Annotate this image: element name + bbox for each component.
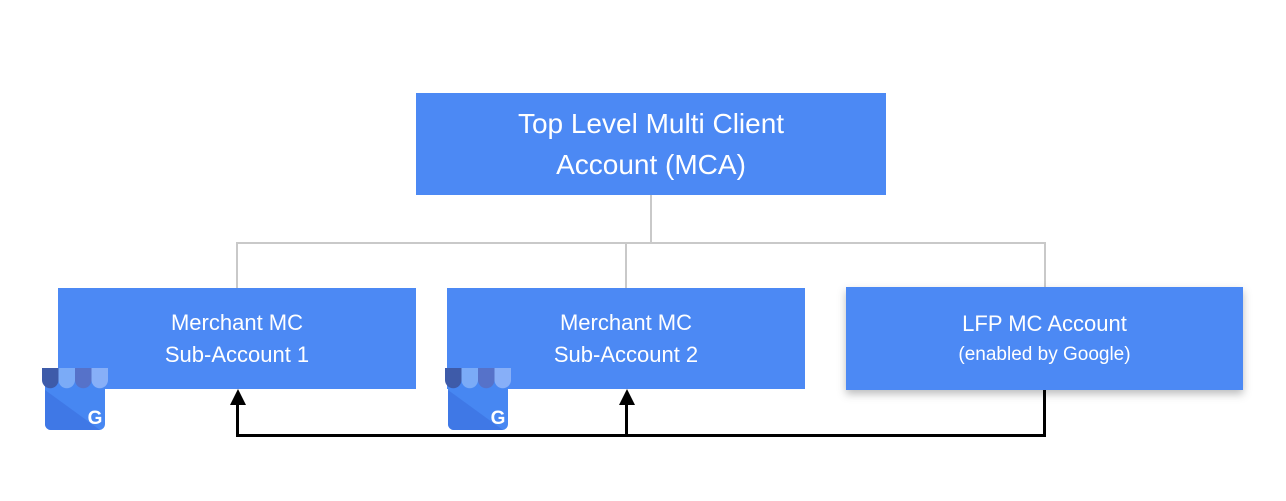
node-label-line: Sub-Account 2	[553, 341, 699, 367]
flow-connector-stem-sub1	[236, 403, 239, 437]
node-label-line: Account (MCA)	[556, 149, 746, 180]
tree-connector-rail	[236, 242, 1046, 244]
tree-connector-drop-sub2	[625, 242, 627, 288]
node-label-line: Top Level Multi Client	[517, 108, 785, 139]
node-label-line: LFP MC Account	[962, 310, 1127, 336]
node-top-level-mca: Top Level Multi Client Account (MCA)	[416, 93, 886, 195]
google-business-icon: G	[445, 368, 511, 430]
node-label-line: (enabled by Google)	[958, 343, 1131, 365]
node-label-line: Sub-Account 1	[164, 341, 310, 367]
tree-connector-drop-lfp	[1044, 242, 1046, 287]
node-label-line: Merchant MC	[170, 309, 304, 335]
flow-connector-rail	[236, 434, 1046, 437]
tree-connector-drop-sub1	[236, 242, 238, 288]
node-merchant-sub-account-1: Merchant MC Sub-Account 1	[58, 288, 416, 389]
flow-connector-lfp-down	[1043, 390, 1046, 437]
node-label-line: Merchant MC	[559, 309, 693, 335]
arrow-up-icon	[619, 389, 635, 405]
node-lfp-mc-account: LFP MC Account (enabled by Google)	[846, 287, 1243, 390]
google-g-letter: G	[491, 408, 506, 429]
tree-connector-root-drop	[650, 195, 652, 243]
google-g-letter: G	[88, 408, 103, 429]
flow-connector-stem-sub2	[625, 403, 628, 437]
arrow-up-icon	[230, 389, 246, 405]
google-business-icon: G	[42, 368, 108, 430]
